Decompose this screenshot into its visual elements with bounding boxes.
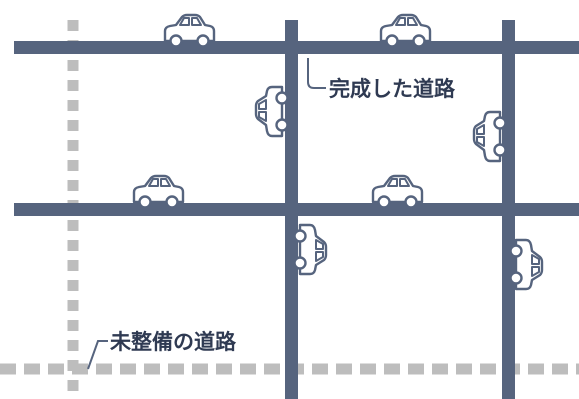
car-icon (472, 110, 507, 163)
unfinished-road-leader (87, 340, 108, 370)
cars (132, 13, 544, 291)
car-icon (293, 223, 328, 276)
completed-roads (14, 20, 579, 399)
car-icon (254, 85, 289, 138)
car-icon (163, 13, 216, 48)
car-icon (371, 174, 424, 209)
car-icon (132, 174, 185, 209)
car-icon (509, 238, 544, 291)
road-vertical-middle (285, 20, 298, 399)
completed-road-label: 完成した道路 (329, 77, 456, 101)
leader-lines (87, 58, 326, 370)
car-icon (379, 13, 432, 48)
unfinished-road-label: 未整備の道路 (110, 330, 237, 354)
completed-road-leader (307, 58, 326, 89)
road-vertical-right (502, 20, 515, 399)
